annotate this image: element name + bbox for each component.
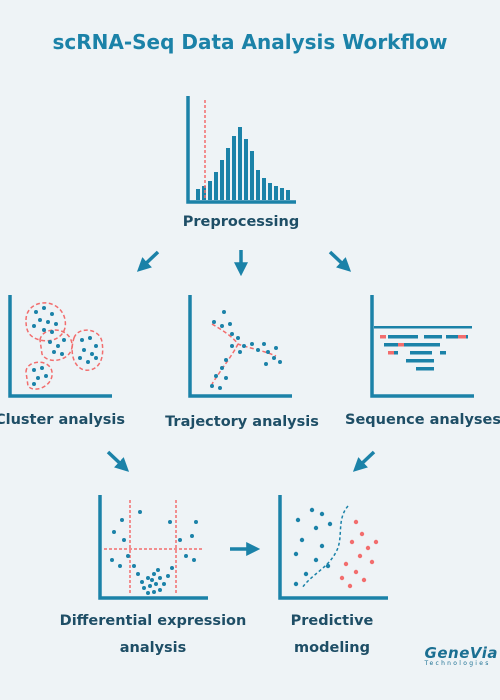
trajectory-plot-icon bbox=[188, 295, 292, 398]
label-modeling: modeling bbox=[294, 640, 370, 656]
label-trajectory-analysis: Trajectory analysis bbox=[165, 414, 319, 430]
label-cluster-analysis: Cluster analysis bbox=[0, 412, 126, 428]
company-logo: GeneVia Technologies bbox=[425, 644, 498, 667]
cluster-plot-icon bbox=[8, 295, 112, 398]
volcano-plot-icon bbox=[98, 495, 208, 600]
page-title: scRNA-Seq Data Analysis Workflow bbox=[52, 30, 448, 54]
label-predictive: Predictive bbox=[290, 613, 374, 629]
arrow-cluster-to-differential bbox=[106, 450, 130, 472]
label-differential-analysis: analysis bbox=[119, 640, 187, 656]
arrow-sequence-to-predictive bbox=[352, 450, 376, 472]
arrow-to-sequence bbox=[328, 250, 352, 272]
label-differential-expression: Differential expression bbox=[59, 613, 247, 629]
label-sequence-analyses: Sequence analyses bbox=[345, 412, 500, 428]
classification-plot-icon bbox=[278, 495, 388, 600]
sequence-alignment-icon bbox=[370, 295, 474, 398]
label-preprocessing: Preprocessing bbox=[182, 214, 300, 230]
logo-tagline: Technologies bbox=[424, 660, 491, 667]
logo-brand: GeneVia bbox=[424, 644, 498, 662]
arrow-to-cluster bbox=[136, 250, 160, 272]
preprocessing-histogram-icon bbox=[186, 96, 296, 204]
